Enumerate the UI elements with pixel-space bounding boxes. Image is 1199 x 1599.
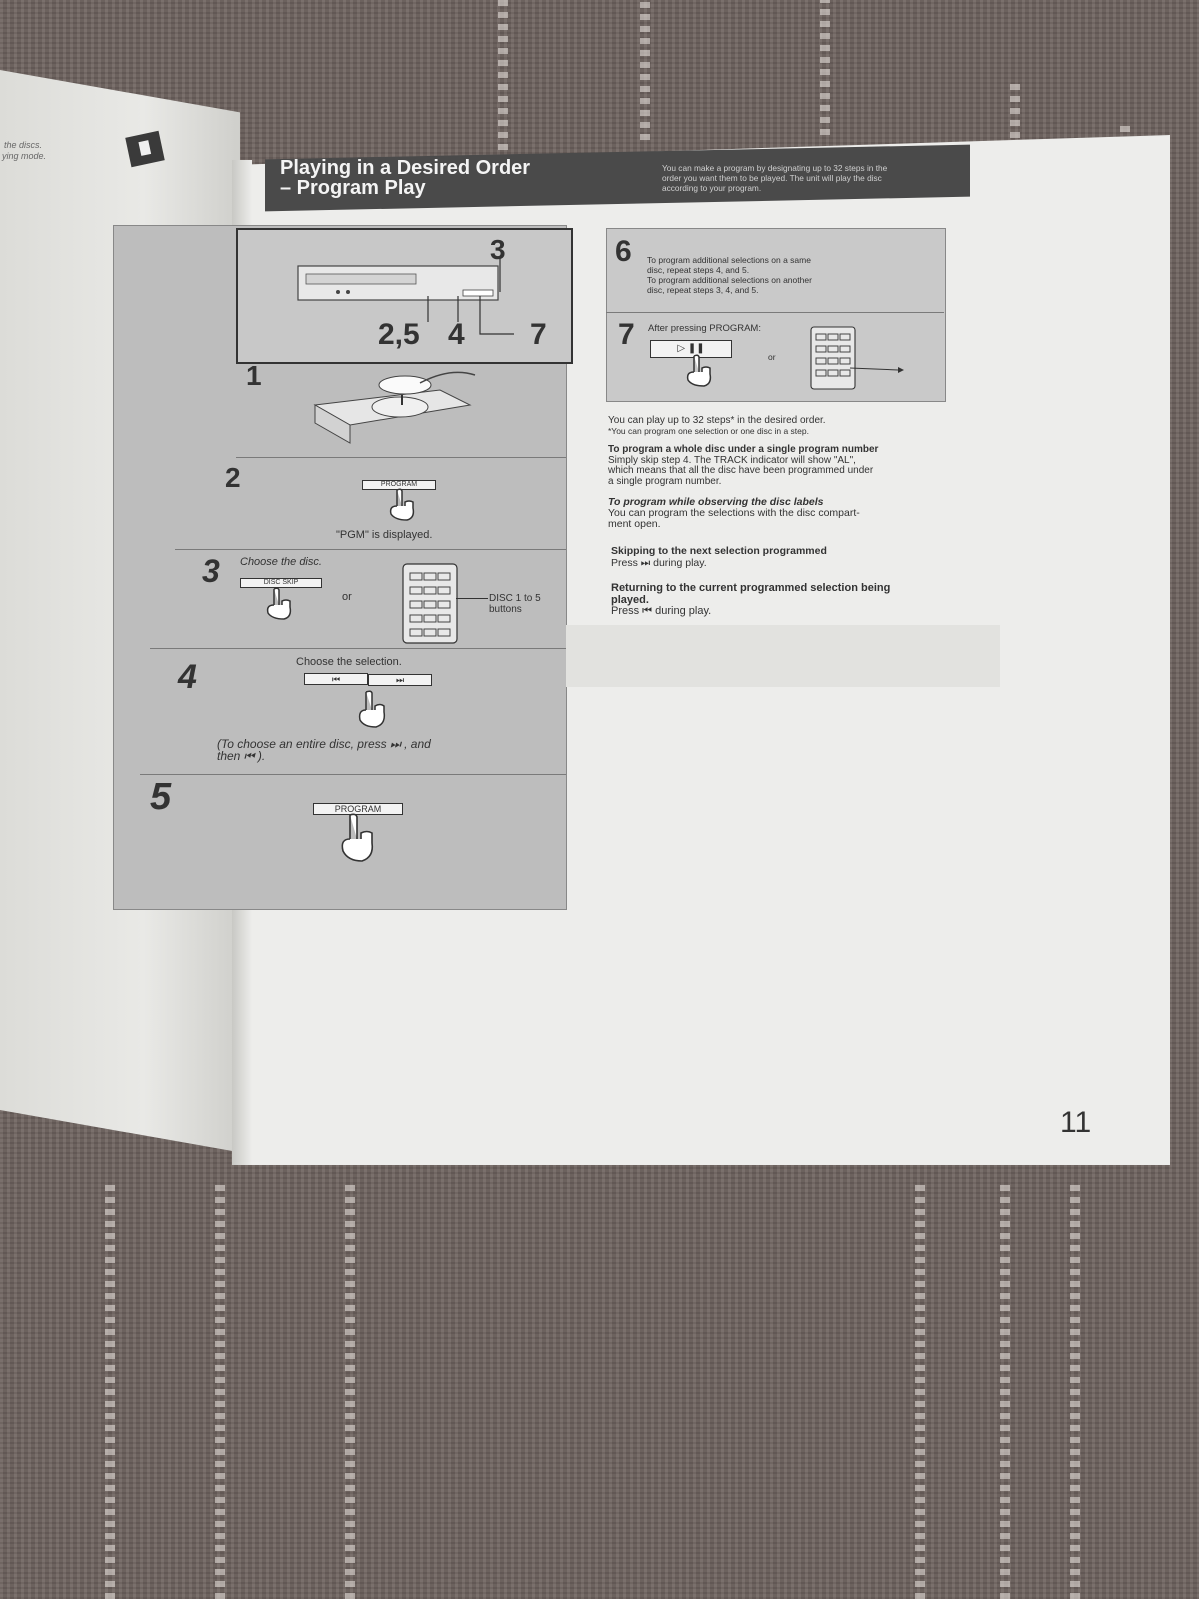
next-track-button[interactable]: ⏭ [368, 674, 432, 686]
notes-line-1: You can play up to 32 steps* in the desi… [608, 415, 826, 426]
skip-text: Press ⏭ during play. [611, 556, 707, 569]
pressing-finger-icon [341, 813, 374, 862]
skip-section: Skipping to the next selection programme… [611, 545, 827, 569]
remote-control-illustration [810, 326, 904, 390]
step-6-text-2: disc, repeat steps 4, and 5. [647, 265, 750, 275]
notes-intro: You can play up to 32 steps* in the desi… [608, 415, 826, 437]
leader-line [456, 598, 488, 599]
step-divider [150, 648, 566, 649]
cd-player-illustration [297, 258, 514, 335]
step-divider [606, 312, 944, 313]
step-4-note-line-2: then ⏮ ). [217, 749, 266, 763]
page-title: Playing in a Desired Order – Program Pla… [280, 158, 530, 198]
notes-line-2: *You can program one selection or one di… [608, 426, 809, 436]
step-6-text-4: disc, repeat steps 3, 4, and 5. [647, 285, 759, 295]
step-2-number: 2 [225, 462, 241, 493]
play-pause-button[interactable]: ▷ ❚❚ [650, 340, 732, 358]
disc-labels-heading: To program while observing the disc labe… [608, 496, 824, 508]
diagram-label-bottom-mid: 4 [448, 318, 465, 351]
pressing-finger-icon [389, 488, 415, 521]
step-4-note: (To choose an entire disc, press ⏭ , and… [217, 738, 431, 762]
step-1-number: 1 [246, 360, 262, 391]
step-3-number: 3 [202, 553, 220, 589]
step-3-or: or [342, 591, 352, 603]
step-divider [175, 549, 566, 550]
fabric-stripe [1070, 1180, 1080, 1599]
step-5-number: 5 [150, 776, 172, 818]
return-heading-2: played. [611, 593, 649, 606]
skip-heading: Skipping to the next selection programme… [611, 545, 827, 557]
step-divider [236, 457, 566, 458]
step-7-or: or [768, 352, 776, 362]
step-4-number: 4 [178, 658, 197, 696]
whole-disc-text-2: which means that all the disc have been … [608, 465, 874, 476]
fabric-stripe [345, 1180, 355, 1599]
page-title-line-1: Playing in a Desired Order [280, 157, 531, 179]
page-title-line-2: – Program Play [280, 177, 426, 199]
fabric-stripe [498, 0, 508, 150]
return-text: Press ⏮ during play. [611, 605, 712, 617]
whole-disc-heading: To program a whole disc under a single p… [608, 444, 879, 455]
return-heading-1: Returning to the current programmed sele… [611, 582, 891, 594]
fabric-stripe [820, 0, 830, 135]
whole-disc-text-1: Simply skip step 4. The TRACK indicator … [608, 454, 856, 466]
step-6-text: To program additional selections on a sa… [647, 255, 812, 295]
step-2-caption: "PGM" is displayed. [336, 529, 433, 541]
pressing-finger-icon [358, 690, 386, 728]
step-4-instruction: Choose the selection. [296, 656, 402, 668]
cd-player-diagram: 3 2,5 4 7 [236, 228, 573, 364]
whole-disc-section: To program a whole disc under a single p… [608, 444, 879, 487]
right-steps-panel [606, 228, 946, 402]
whole-disc-text-3: a single program number. [608, 475, 722, 487]
disc-skip-button[interactable]: DISC SKIP [240, 578, 322, 588]
step-3-instruction: Choose the disc. [240, 556, 322, 568]
return-section: Returning to the current programmed sele… [611, 582, 891, 618]
previous-track-button[interactable]: ⏮ [304, 673, 368, 685]
step-4-note-line-1: (To choose an entire disc, press ⏭ , and [217, 737, 431, 751]
step-6-number: 6 [615, 235, 632, 268]
step-divider [140, 774, 566, 775]
pressing-finger-icon [266, 587, 292, 620]
fabric-stripe [640, 0, 650, 140]
header-intro: You can make a program by designating up… [662, 163, 888, 193]
disc-labels-text-1: You can program the selections with the … [608, 507, 860, 519]
fabric-stripe [215, 1180, 225, 1599]
step-7-number: 7 [618, 318, 635, 351]
fabric-stripe [105, 1180, 115, 1599]
left-page-text-1: the discs. [4, 140, 43, 150]
fabric-stripe [1000, 1180, 1010, 1599]
disc-labels-section: To program while observing the disc labe… [608, 497, 860, 530]
left-page-text-2: ying mode. [2, 151, 47, 161]
fabric-stripe [915, 1180, 925, 1599]
remote-control-illustration [402, 563, 458, 644]
diagram-label-bottom-right: 7 [530, 318, 547, 351]
disc-tray-illustration [313, 371, 476, 444]
disc-labels-text-2: ment open. [608, 518, 661, 530]
disc-buttons-label-1: DISC 1 to 5 [489, 593, 541, 604]
step-7-text: After pressing PROGRAM: [648, 323, 761, 334]
bleed-through-band [566, 625, 1000, 687]
step-6-text-1: To program additional selections on a sa… [647, 255, 811, 265]
disc-buttons-label-2: buttons [489, 604, 522, 615]
diagram-label-bottom-left: 2,5 [378, 318, 420, 351]
page-number: 11 [1060, 1106, 1092, 1139]
program-button[interactable]: PROGRAM [313, 803, 403, 815]
pressing-finger-icon [686, 354, 712, 387]
step-6-text-3: To program additional selections on anot… [647, 275, 812, 285]
disc-buttons-label: DISC 1 to 5 buttons [489, 593, 541, 615]
diagram-label-top: 3 [490, 234, 506, 265]
